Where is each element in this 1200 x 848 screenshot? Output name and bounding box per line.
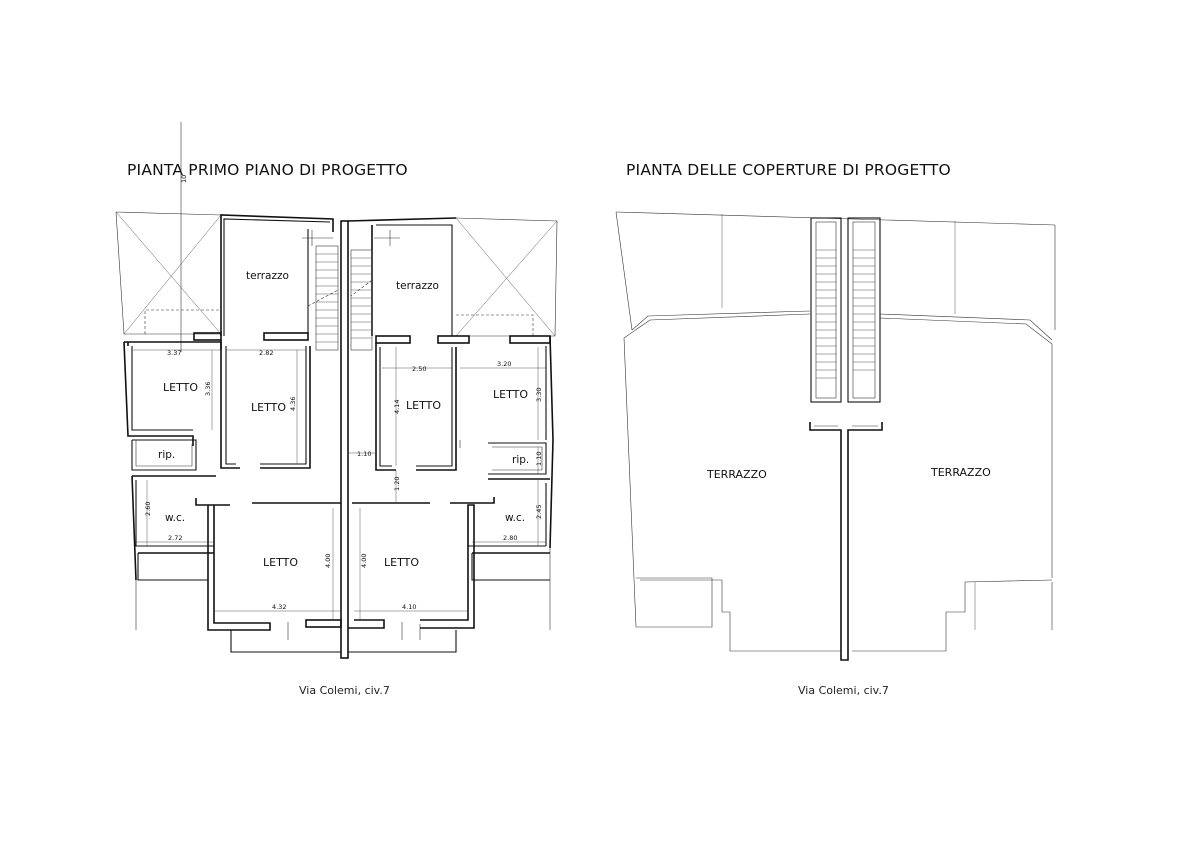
dimension-label: 1.20 [393,477,401,491]
roof-plan-title: PIANTA DELLE COPERTURE DI PROGETTO [626,161,951,179]
room-label-wc-right: w.c. [505,512,525,524]
first-floor-plan: 10 [115,122,558,659]
room-label-rip-right: rip. [512,454,529,466]
roof-plan: TERRAZZO TERRAZZO [615,211,1056,661]
room-label-rip-left: rip. [158,449,175,461]
room-label-letto-b: LETTO [251,401,286,414]
first-floor-plan-title: PIANTA PRIMO PIANO DI PROGETTO [127,161,408,179]
dimension-label: 2.50 [412,365,426,373]
roof-label-terrazzo-right: TERRAZZO [930,466,991,479]
unit-right-walls [347,217,554,653]
roof-address-caption: Via Colemi, civ.7 [798,684,889,697]
dimension-label: 4.10 [402,603,416,611]
dimension-label: 4.00 [360,554,368,568]
dimension-lines [132,347,546,620]
dimension-label: 4.14 [393,400,401,414]
dimension-label: 2.80 [503,534,517,542]
dimension-label: 1.10 [357,450,371,458]
dimension-label: 2.60 [144,502,152,516]
dimension-label: 1.10 [535,452,543,466]
dimension-label: 4.32 [272,603,286,611]
room-label-terrazzo-left: terrazzo [246,270,289,282]
dimension-label: 3.37 [167,349,181,357]
dimension-label: 4.36 [289,397,297,411]
dimension-label: 2.45 [535,505,543,519]
room-label-letto-a: LETTO [163,381,198,394]
room-label-letto-e: LETTO [263,556,298,569]
dimension-label: 2.72 [168,534,182,542]
dimension-label: 3.36 [204,382,212,396]
room-label-terrazzo-right: terrazzo [396,280,439,292]
room-label-letto-f: LETTO [384,556,419,569]
section-marker-label: 10 [180,175,188,183]
dimension-label: 3.30 [535,388,543,402]
room-label-letto-d: LETTO [493,388,528,401]
dimension-label: 2.82 [259,349,273,357]
dimension-label: 3.20 [497,360,511,368]
unit-left-walls [123,214,349,659]
roof-label-terrazzo-left: TERRAZZO [706,468,767,481]
dimension-label: 4.00 [324,554,332,568]
room-label-letto-c: LETTO [406,399,441,412]
neighbour-left-area [115,211,222,335]
neighbour-right-area [455,217,558,337]
room-label-wc-left: w.c. [165,512,185,524]
first-floor-address-caption: Via Colemi, civ.7 [299,684,390,697]
